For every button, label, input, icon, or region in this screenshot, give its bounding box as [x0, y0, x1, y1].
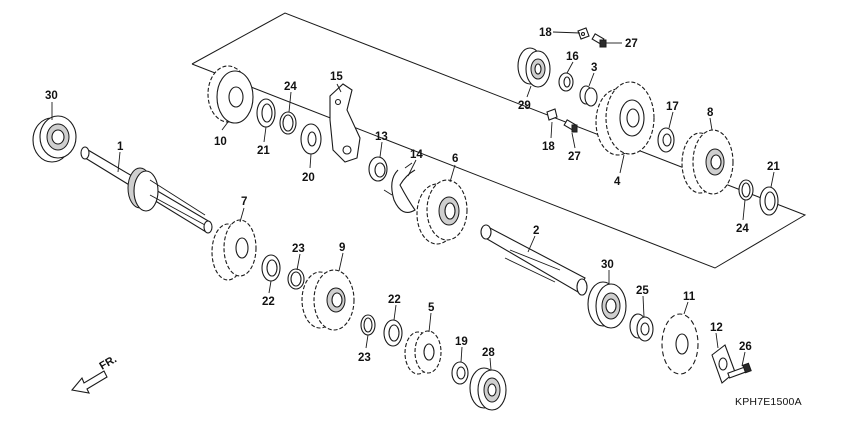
- diagram-code: KPH7E1500A: [735, 396, 802, 408]
- callout-13: 13: [375, 131, 388, 143]
- part-28-bearing: [469, 367, 507, 411]
- callout-28: 28: [482, 347, 495, 359]
- callout-4: 4: [614, 176, 621, 188]
- callout-29: 29: [518, 100, 531, 112]
- part-11-sprocket: [661, 313, 699, 375]
- callout-18-top: 18: [539, 27, 552, 39]
- callout-3: 3: [591, 62, 597, 74]
- part-22-washer-left: [261, 254, 281, 282]
- callout-10: 10: [214, 136, 227, 148]
- callout-labels: 30 1 10 21 24 20 15 13 14 6 2 7 22 23 9 …: [45, 27, 780, 364]
- callout-25: 25: [636, 285, 649, 297]
- part-4-gear: [595, 81, 655, 156]
- part-24-circlip-left: [279, 111, 297, 135]
- callout-24-left: 24: [284, 81, 297, 93]
- callout-22-left: 22: [262, 296, 275, 308]
- callout-23-right: 23: [358, 352, 371, 364]
- part-5-gear: [404, 330, 442, 375]
- part-24-circlip-right: [738, 179, 754, 201]
- part-17-washer: [657, 127, 675, 153]
- part-23-circlip-right: [360, 314, 376, 336]
- part-8-gear: [681, 129, 734, 195]
- subassembly-boundary: [191, 12, 807, 269]
- part-20-washer: [300, 123, 322, 155]
- callout-24-right: 24: [736, 223, 749, 235]
- part-9-gear: [301, 269, 355, 331]
- part-7-gear: [211, 219, 257, 281]
- callout-2: 2: [533, 225, 539, 237]
- front-direction-arrow-icon: FR.: [70, 353, 119, 394]
- part-18-washer-top: [577, 27, 590, 40]
- callout-16: 16: [566, 51, 579, 63]
- callout-1: 1: [117, 141, 124, 153]
- leader-lines: [51, 31, 775, 371]
- part-16-washer: [558, 72, 574, 92]
- callout-14: 14: [410, 149, 423, 161]
- callout-12: 12: [710, 322, 723, 334]
- callout-26: 26: [739, 341, 752, 353]
- part-21-washer-left: [256, 98, 276, 128]
- part-2-countershaft: [480, 224, 588, 296]
- callout-15: 15: [330, 71, 343, 83]
- callout-19: 19: [455, 336, 468, 348]
- callout-27-lower: 27: [568, 151, 581, 163]
- callout-5: 5: [428, 302, 435, 314]
- front-direction-label: FR.: [98, 353, 119, 372]
- part-22-washer-right: [383, 319, 403, 347]
- callout-6: 6: [452, 153, 458, 165]
- callout-20: 20: [302, 172, 315, 184]
- part-10-gear: [207, 65, 254, 124]
- part-19-washer: [451, 361, 469, 385]
- callout-30-left: 30: [45, 90, 58, 102]
- part-1-mainshaft: [80, 146, 213, 234]
- callout-7: 7: [241, 196, 247, 208]
- part-15-plate: [329, 83, 361, 163]
- part-27-bolt-lower: [563, 119, 578, 133]
- part-13-collar: [368, 156, 388, 182]
- part-21-washer-right: [759, 186, 779, 216]
- callout-23-left: 23: [292, 243, 305, 255]
- part-3-collar: [579, 85, 598, 107]
- callout-9: 9: [339, 242, 345, 254]
- callout-30-right: 30: [601, 259, 614, 271]
- part-26-bolt: [727, 362, 752, 379]
- part-25-collar: [629, 313, 654, 342]
- callout-22-right: 22: [388, 294, 401, 306]
- part-23-circlip-left: [287, 268, 305, 290]
- callout-21-right: 21: [767, 161, 780, 173]
- callout-11: 11: [683, 291, 696, 303]
- part-6-gear: [416, 179, 468, 245]
- callout-21-left: 21: [257, 145, 270, 157]
- callout-27-top: 27: [625, 38, 638, 50]
- part-30-bearing-right: [587, 281, 627, 329]
- callout-8: 8: [707, 107, 714, 119]
- callout-17: 17: [666, 101, 679, 113]
- part-29-bearing: [517, 47, 551, 88]
- part-30-bearing-left: [32, 115, 77, 163]
- part-18-washer-lower: [546, 108, 558, 121]
- part-14-spring: [383, 162, 416, 213]
- callout-18-lower: 18: [542, 141, 555, 153]
- part-27-bolt-top: [591, 33, 607, 48]
